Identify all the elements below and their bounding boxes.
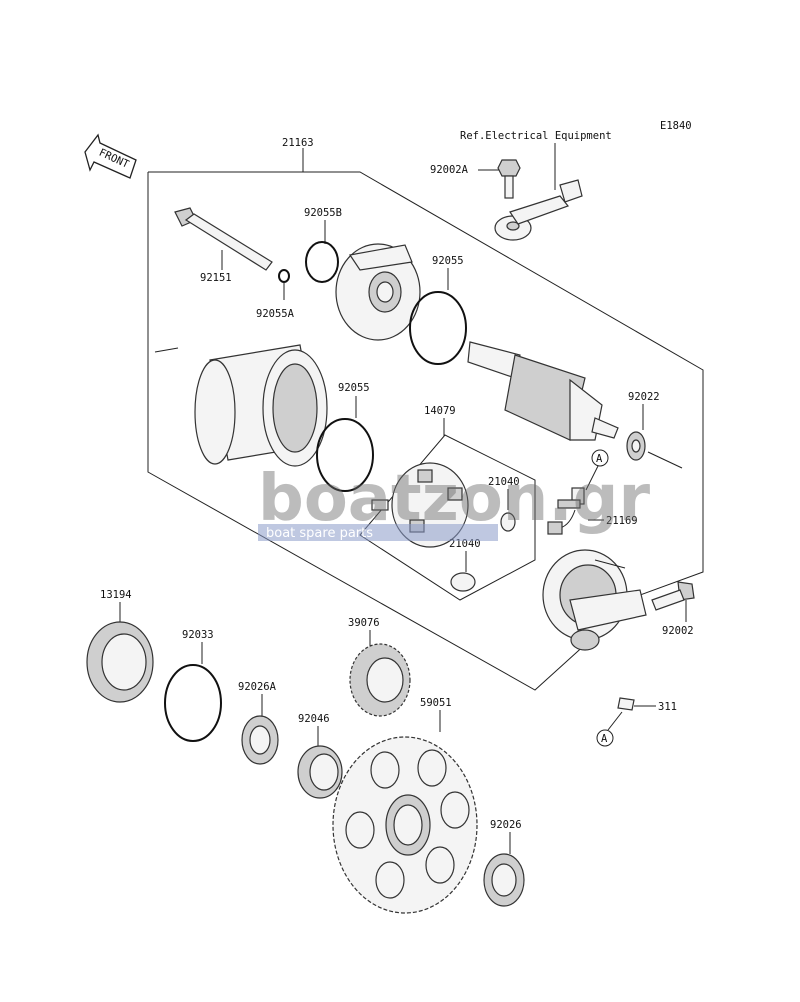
o-ring-92055A bbox=[278, 269, 290, 283]
part-number-92055A: 92055A bbox=[256, 308, 295, 320]
o-ring-92055-middle bbox=[316, 418, 374, 492]
terminal-21169 bbox=[547, 487, 585, 535]
rear-cover bbox=[542, 549, 647, 651]
part-number-13194: 13194 bbox=[100, 589, 132, 601]
front-cover bbox=[335, 243, 421, 341]
circlip-92033 bbox=[164, 664, 222, 742]
terminal-cable bbox=[494, 179, 583, 241]
o-ring-92055-upper bbox=[409, 291, 467, 365]
part-number-92026A: 92026A bbox=[238, 681, 277, 693]
part-number-21040-upper: 21040 bbox=[488, 476, 520, 488]
callout-a-lower bbox=[596, 729, 614, 747]
part-number-92033: 92033 bbox=[182, 629, 214, 641]
svg-text:A: A bbox=[601, 733, 608, 745]
part-number-92026: 92026 bbox=[490, 819, 522, 831]
part-number-39076: 39076 bbox=[348, 617, 380, 629]
reference-label: Ref.Electrical Equipment bbox=[460, 130, 612, 142]
watermark-logo: boatzon.gr boat spare parts bbox=[258, 462, 650, 541]
o-ring-92055B bbox=[305, 241, 339, 283]
starter-gear-59051 bbox=[332, 736, 478, 914]
svg-text:boatzon.gr: boatzon.gr bbox=[258, 462, 650, 536]
part-number-311: 311 bbox=[658, 701, 677, 713]
front-arrow-icon: FRONT bbox=[84, 133, 137, 179]
diagram-code: E1840 bbox=[660, 120, 692, 132]
starter-clutch-13194 bbox=[86, 621, 154, 703]
spring-21040-lower bbox=[450, 572, 476, 592]
svg-text:A: A bbox=[596, 453, 603, 465]
part-number-92151: 92151 bbox=[200, 272, 232, 284]
armature bbox=[467, 341, 619, 441]
part-number-92055-middle: 92055 bbox=[338, 382, 370, 394]
motor-yoke bbox=[194, 344, 328, 467]
assembly-outline bbox=[147, 171, 704, 691]
bolt-92002 bbox=[651, 581, 695, 611]
terminal-311 bbox=[617, 697, 635, 711]
part-number-92022: 92022 bbox=[628, 391, 660, 403]
brush-holder-outline bbox=[359, 434, 536, 601]
part-number-59051: 59051 bbox=[420, 697, 452, 709]
svg-text:boat spare parts: boat spare parts bbox=[266, 526, 373, 541]
bolt-92002A bbox=[497, 159, 521, 199]
spring-21040-upper bbox=[500, 512, 516, 532]
part-number-92046: 92046 bbox=[298, 713, 330, 725]
part-number-92055B: 92055B bbox=[304, 207, 342, 219]
needle-bearing-92046 bbox=[297, 745, 343, 799]
idle-gear-39076 bbox=[349, 643, 411, 717]
part-number-21169: 21169 bbox=[606, 515, 638, 527]
part-number-92002A: 92002A bbox=[430, 164, 469, 176]
part-number-14079: 14079 bbox=[424, 405, 456, 417]
through-bolt-92151 bbox=[174, 207, 273, 271]
part-number-92055-upper: 92055 bbox=[432, 255, 464, 267]
part-number-21163: 21163 bbox=[282, 137, 314, 149]
callout-a-upper bbox=[591, 449, 609, 467]
part-number-92002: 92002 bbox=[662, 625, 694, 637]
